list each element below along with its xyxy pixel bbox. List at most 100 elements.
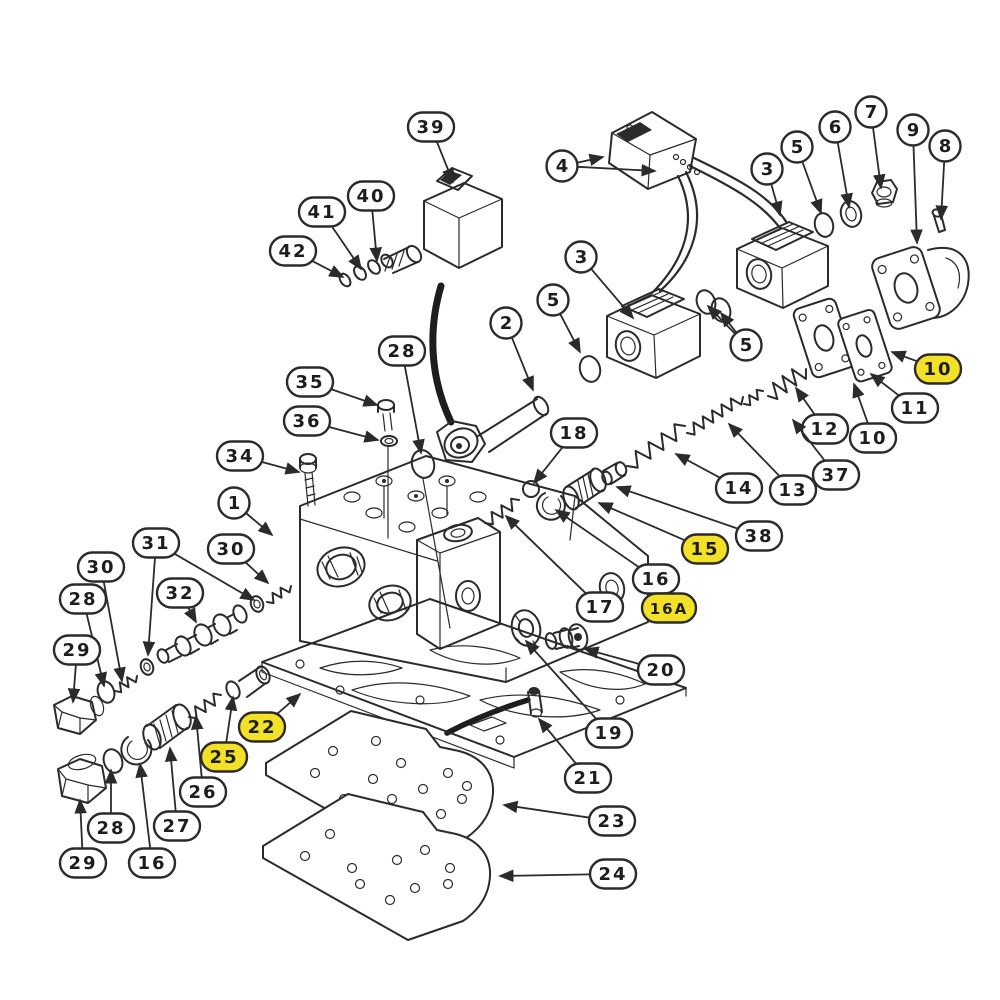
callout-leader (498, 869, 591, 883)
ring-42 (338, 272, 352, 288)
callout-balloon (563, 762, 613, 794)
callout-leader (791, 418, 827, 463)
callout-number: 30 (216, 539, 245, 560)
callout-21: 21 (537, 717, 613, 794)
o-ring-28-top (410, 449, 436, 479)
plug-20 (544, 623, 589, 651)
callout-leader (583, 646, 641, 666)
washer-36 (380, 435, 398, 447)
spring-30-left (114, 675, 138, 694)
callout-5: 5 (536, 283, 581, 354)
harness-connector-4 (608, 111, 701, 190)
ring-40 (380, 253, 394, 269)
spring-row (626, 368, 807, 469)
callout-balloon (297, 196, 347, 228)
callout-balloon (268, 235, 318, 267)
callout-balloon (848, 422, 898, 454)
callout-32: 32 (155, 577, 205, 624)
callout-leader (674, 453, 722, 480)
callout-25: 25 (199, 695, 249, 773)
callout-balloon (928, 129, 962, 163)
callout-leader (935, 161, 949, 221)
callout-16A: 16A (640, 592, 698, 624)
callout-balloon (640, 592, 698, 624)
callout-number: 40 (356, 186, 385, 207)
callout-leader (274, 692, 302, 716)
callout-balloon (377, 335, 427, 367)
callout-balloon (406, 111, 456, 143)
callout-42: 42 (268, 235, 345, 278)
callout-20: 20 (583, 646, 686, 686)
callout-balloon (152, 810, 202, 842)
bolt-35 (377, 399, 395, 432)
callout-balloon (199, 741, 249, 773)
callout-leader (183, 606, 197, 624)
callout-leader (190, 714, 204, 778)
gasket-plates-10-11 (792, 297, 893, 383)
callout-28: 28 (377, 335, 427, 455)
callout-number: 5 (547, 290, 560, 311)
callout-balloon (489, 306, 523, 340)
callout-number: 29 (68, 853, 97, 874)
callout-balloon (811, 459, 861, 491)
callout-28: 28 (58, 583, 108, 688)
callout-balloon (282, 405, 332, 437)
callout-leader (836, 142, 853, 209)
callout-5: 5 (706, 304, 763, 362)
spring-37 (743, 388, 764, 407)
port-1 (316, 546, 366, 588)
callout-leader (67, 664, 81, 704)
callout-37: 37 (791, 418, 861, 491)
callout-balloon (584, 717, 634, 749)
callout-leader (794, 386, 817, 417)
valve-body-1 (299, 399, 649, 683)
callout-balloon (588, 858, 638, 890)
callout-balloon (734, 520, 784, 552)
callout-balloon (750, 152, 784, 186)
callout-leader (532, 445, 565, 485)
callout-number: 23 (597, 811, 626, 832)
callout-number: 9 (907, 120, 920, 141)
callout-balloon (680, 533, 730, 565)
spring-13 (686, 396, 744, 436)
callout-leader (510, 337, 534, 392)
callout-39: 39 (406, 111, 456, 184)
callout-number: 28 (387, 341, 416, 362)
callout-number: 11 (900, 398, 929, 419)
callout-leader (801, 161, 823, 215)
callout-18: 18 (532, 417, 599, 485)
callout-balloon (780, 130, 814, 164)
callout-leader (770, 183, 783, 217)
callout-leader (727, 422, 782, 479)
callout-number: 17 (585, 597, 614, 618)
callout-leader (327, 425, 380, 443)
callout-balloon (76, 551, 126, 583)
ring-41a (367, 259, 381, 275)
callout-leader (719, 311, 738, 334)
callout-balloon (58, 847, 108, 879)
callout-balloon (818, 110, 852, 144)
callout-3: 3 (564, 240, 635, 320)
pin-38 (601, 461, 628, 486)
callout-38: 38 (615, 485, 784, 552)
o-ring-28-upper (96, 680, 116, 704)
callout-number: 7 (865, 102, 878, 123)
callout-leader (504, 514, 589, 596)
callout-leader (597, 502, 687, 542)
callout-29: 29 (58, 798, 108, 879)
callout-number: 29 (62, 640, 91, 661)
callout-number: 39 (416, 117, 445, 138)
callout-balloon (714, 472, 764, 504)
callout-leader (224, 695, 238, 743)
callout-number: 22 (247, 717, 276, 738)
callout-leader (142, 557, 156, 657)
callout-11: 11 (869, 372, 940, 424)
callout-leader (403, 365, 425, 455)
callout-balloon (237, 711, 287, 743)
callout-balloon (636, 654, 686, 686)
callout-balloon (549, 417, 599, 449)
callout-balloon (587, 805, 637, 837)
callout-2: 2 (489, 306, 534, 392)
harness-wires (429, 156, 789, 736)
